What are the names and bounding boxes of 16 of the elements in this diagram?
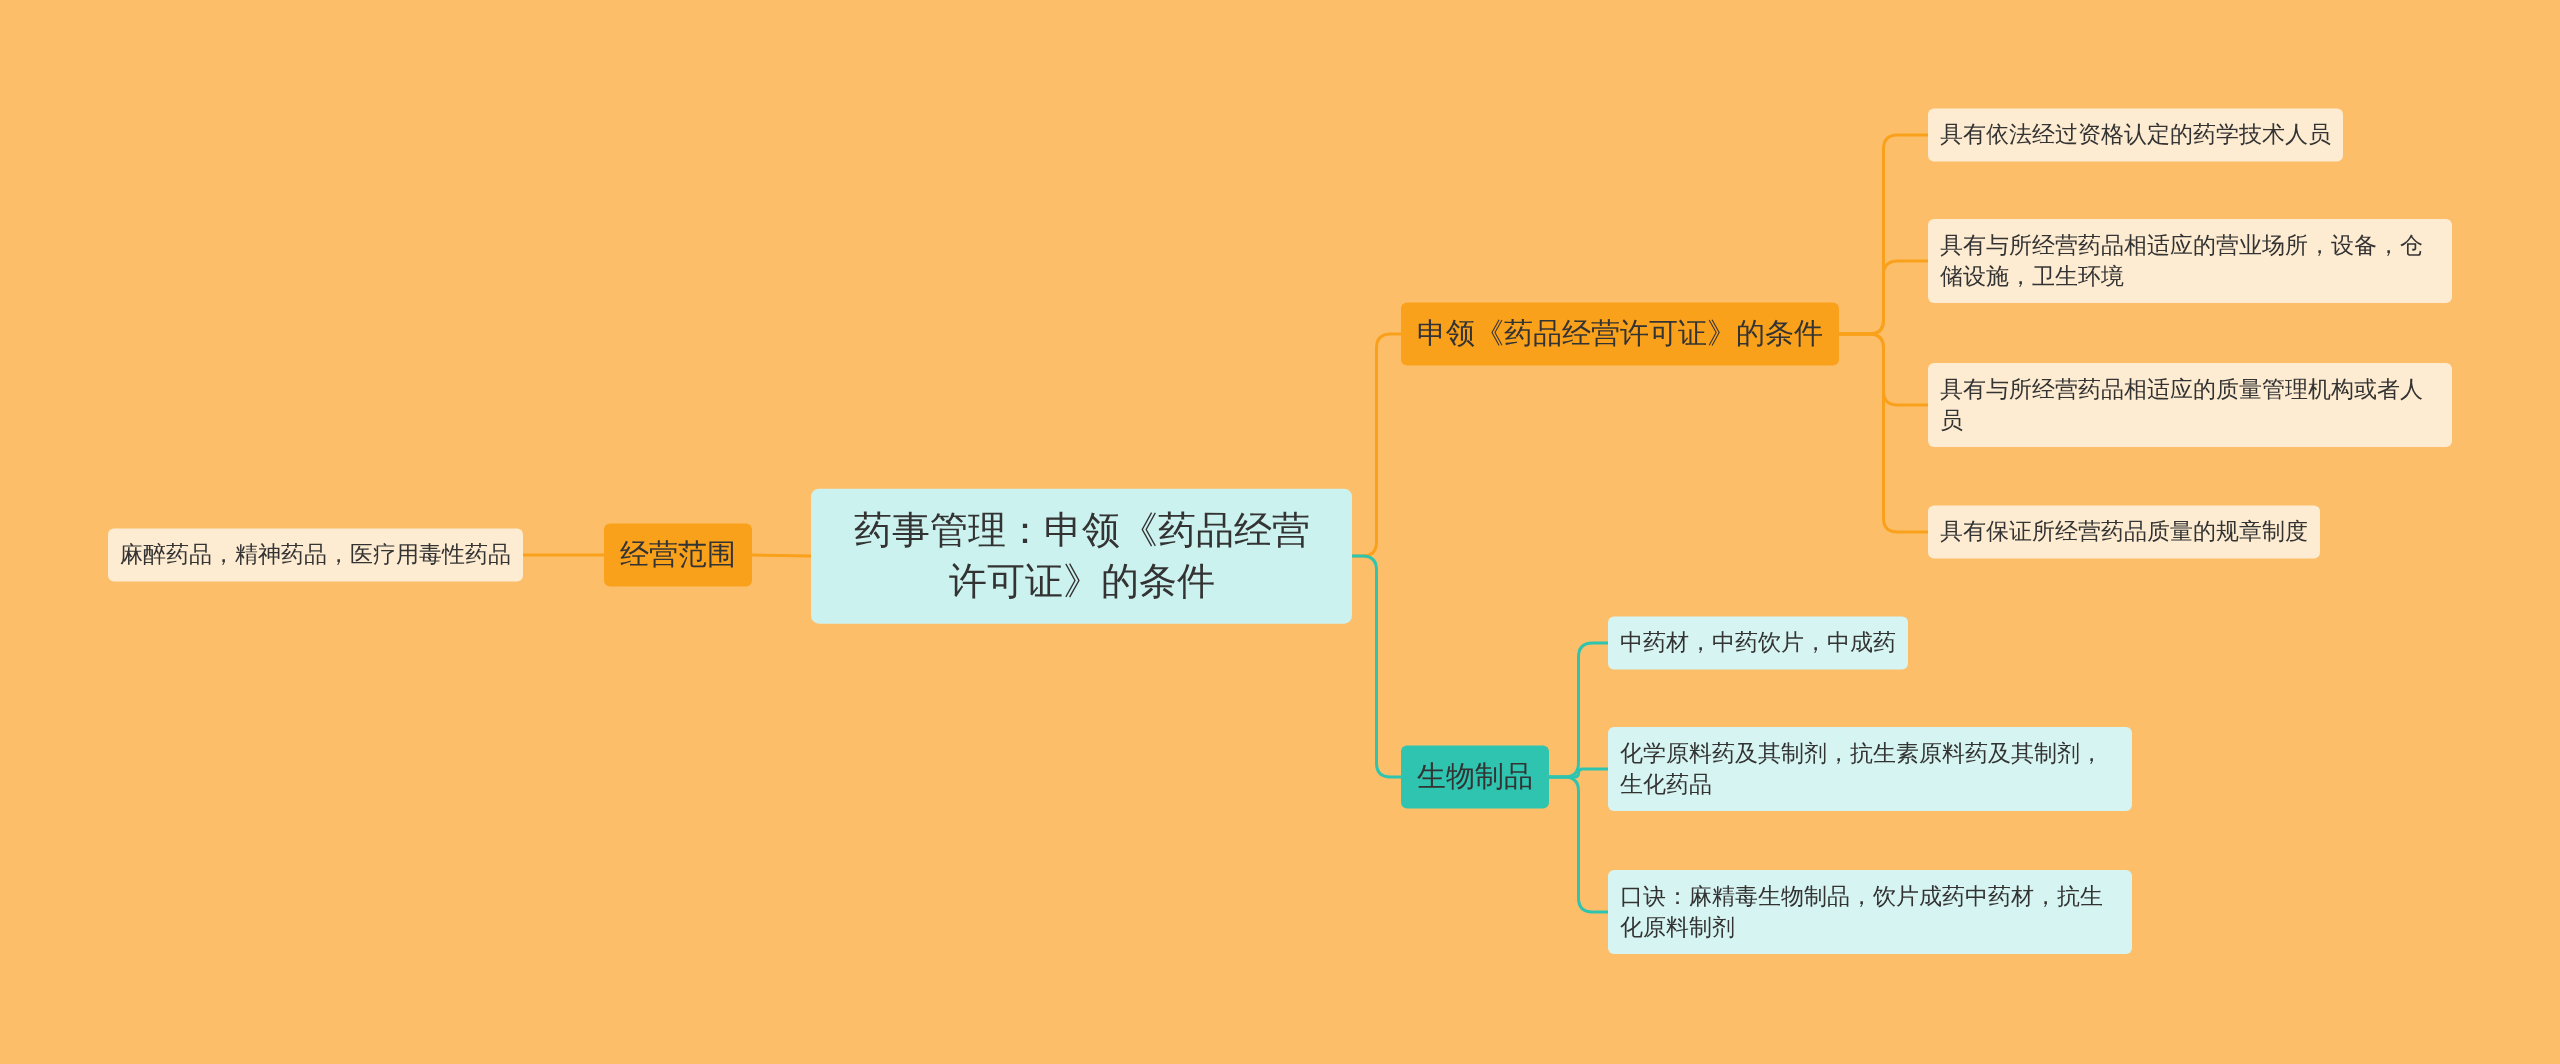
branch-box: 经营范围 [604, 523, 752, 587]
leaf-box: 中药材，中药饮片，中成药 [1608, 616, 1908, 670]
leaf-box: 口诀：麻精毒生物制品，饮片成药中药材，抗生化原料制剂 [1608, 869, 2132, 955]
leaf-box: 具有与所经营药品相适应的营业场所，设备，仓储设施，卫生环境 [1928, 218, 2452, 304]
leaf-box: 具有依法经过资格认定的药学技术人员 [1928, 108, 2343, 162]
leaf-box: 具有保证所经营药品质量的规章制度 [1928, 505, 2320, 559]
branch-box: 生物制品 [1401, 745, 1549, 809]
connector-line [1839, 332, 1928, 534]
topic-box: 药事管理：申领《药品经营许可证》的条件 [811, 488, 1352, 624]
leaf-box: 具有与所经营药品相适应的质量管理机构或者人员 [1928, 362, 2452, 448]
branch-box: 申领《药品经营许可证》的条件 [1401, 302, 1839, 366]
connector-line [523, 553, 604, 557]
leaf-box: 化学原料药及其制剂，抗生素原料药及其制剂，生化药品 [1608, 726, 2132, 812]
leaf-box: 麻醉药品，精神药品，医疗用毒性药品 [108, 528, 523, 582]
connector-line [1352, 554, 1401, 779]
connector-line [751, 553, 812, 558]
